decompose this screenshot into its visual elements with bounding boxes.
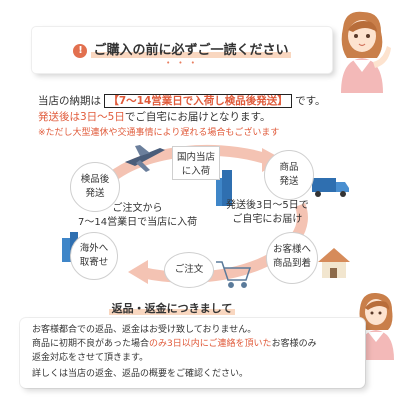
flow-arrow-left-icon <box>128 260 148 284</box>
flow-node-order-text: ご注文 <box>174 264 204 275</box>
flow-node-ship-text: 商品 発送 <box>279 162 299 187</box>
refund-line-2-red: のみ3日以内にご連絡を頂いた <box>149 339 272 349</box>
refund-line-2-pre: 商品に初期不良があった場合 <box>32 339 150 349</box>
lead-delivery-box: 【7～14営業日で入荷し検品後発送】 <box>104 94 292 108</box>
flow-node-customer-text: お客様へ 商品到着 <box>272 244 311 269</box>
woman-illustration-icon <box>341 11 391 93</box>
flow-node-ship: 商品 発送 <box>264 150 314 200</box>
lead-note: ※ただし大型連休や交通事情により遅れる場合もございます <box>38 128 280 138</box>
lead-line-1-pre: 当店の納期は <box>38 95 101 107</box>
flow-delivery-text: 発送後3日～5日で ご自宅にお届け <box>226 199 309 227</box>
shopping-cart-icon <box>216 261 252 288</box>
warning-icon: ! <box>73 44 88 58</box>
lead-line-2-red: 発送後は3日～5日 <box>38 111 125 123</box>
bottom-notice-title: 返品・返金につきまして <box>82 300 262 316</box>
flow-node-order: ご注文 <box>164 252 214 288</box>
refund-line-3: 返金対応をさせて頂きます。 <box>32 353 149 363</box>
flow-order-text-content: ご注文から 7～14営業日で当店に入荷 <box>78 203 198 228</box>
flow-delivery-text-content: 発送後3日～5日で ご自宅にお届け <box>226 200 309 225</box>
top-notice-banner: !ご購入の前に必ずご一読ください • • • <box>32 27 332 73</box>
flow-node-arrival: 国内当店 に入荷 <box>172 146 220 180</box>
warehouse-building-icon <box>216 170 232 206</box>
flow-node-inspect-text: 検品後 発送 <box>80 174 110 199</box>
flow-node-customer: お客様へ 商品到着 <box>266 232 318 284</box>
refund-line-2-post: お客様のみ <box>271 339 317 349</box>
flow-node-overseas-text: 海外へ 取寄せ <box>79 243 109 268</box>
top-notice-text: ご購入の前に必ずご一読ください <box>91 43 291 58</box>
bottom-notice-banner: 返品・返金につきまして <box>82 298 262 318</box>
top-notice-title: !ご購入の前に必ずご一読ください <box>32 39 332 58</box>
refund-line-1: お客様都合での返品、返金はお受け致しておりません。 <box>32 325 257 335</box>
bottom-notice-text: 返品・返金につきまして <box>108 302 236 315</box>
house-icon <box>318 248 350 278</box>
delivery-truck-icon <box>312 178 349 197</box>
lead-line-1-post: です。 <box>295 95 326 107</box>
airplane-icon <box>125 145 165 172</box>
refund-info-panel: お客様都合での返品、返金はお受け致しておりません。 商品に初期不良があった場合の… <box>20 318 365 388</box>
flow-order-text: ご注文から 7～14営業日で当店に入荷 <box>78 202 197 230</box>
woman-bow-illustration-icon <box>358 292 394 360</box>
lead-line-2-post: でご自宅にお届けとなります。 <box>124 111 271 123</box>
lead-line-1: 当店の納期は 【7～14営業日で入荷し検品後発送】 です。 <box>38 93 326 108</box>
refund-line-2: 商品に初期不良があった場合のみ3日以内にご連絡を頂いたお客様のみ <box>32 336 317 349</box>
flow-node-inspect-ship: 検品後 発送 <box>70 162 120 212</box>
lead-line-2: 発送後は3日～5日でご自宅にお届けとなります。 <box>38 109 271 124</box>
flow-node-arrival-text: 国内当店 に入荷 <box>176 152 215 177</box>
refund-line-4: 詳しくは当店の返金、返品の概要をご確認ください。 <box>32 369 249 379</box>
decorative-dots: • • • <box>166 59 198 67</box>
flow-node-overseas: 海外へ 取寄せ <box>70 232 118 280</box>
